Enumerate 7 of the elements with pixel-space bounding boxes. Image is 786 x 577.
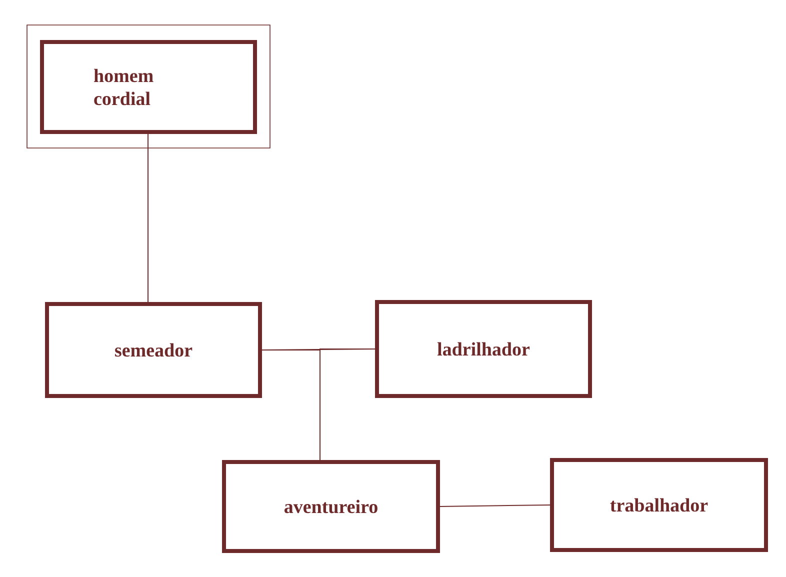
double-border-box: homem cordial — [26, 24, 270, 148]
box: trabalhador — [550, 458, 768, 552]
box: aventureiro — [222, 460, 440, 553]
box: semeador — [45, 302, 262, 398]
box: ladrilhador — [375, 300, 592, 398]
connector-line — [320, 348, 376, 460]
connector-line — [440, 504, 550, 507]
